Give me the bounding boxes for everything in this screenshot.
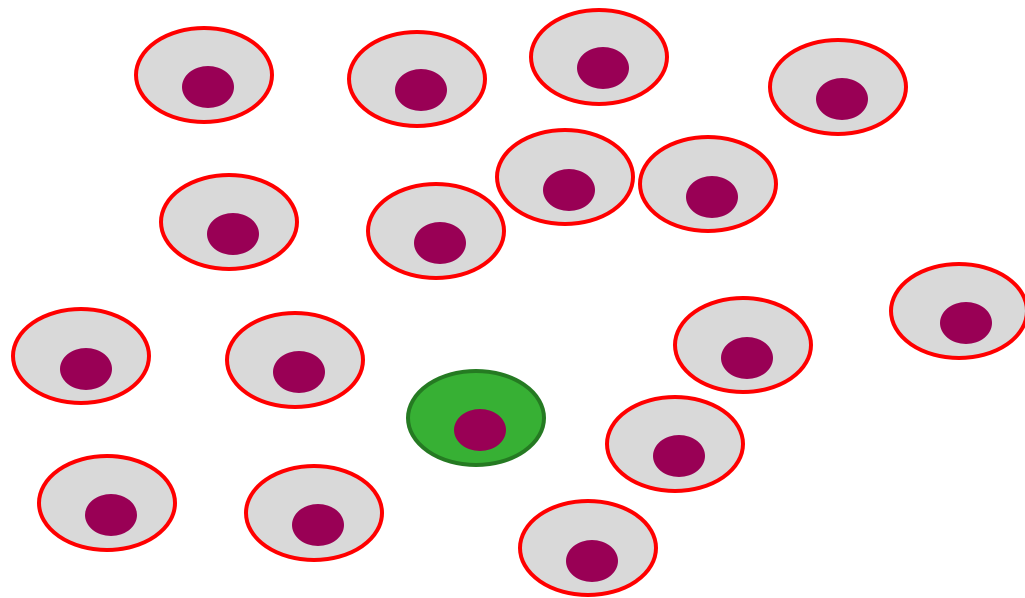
cell (520, 501, 656, 595)
nucleus (182, 66, 234, 108)
cell (349, 32, 485, 126)
nucleus (85, 494, 137, 536)
nucleus (543, 169, 595, 211)
cell (640, 137, 776, 231)
nucleus (207, 213, 259, 255)
cell (161, 175, 297, 269)
nucleus (60, 348, 112, 390)
nucleus (940, 302, 992, 344)
cell (607, 397, 743, 491)
cell (531, 10, 667, 104)
nucleus (577, 47, 629, 89)
nucleus (454, 409, 506, 451)
nucleus (292, 504, 344, 546)
cell (368, 184, 504, 278)
nucleus (721, 337, 773, 379)
cell (227, 313, 363, 407)
nucleus (273, 351, 325, 393)
cell (675, 298, 811, 392)
cell (770, 40, 906, 134)
cell (13, 309, 149, 403)
nucleus (395, 69, 447, 111)
nucleus (686, 176, 738, 218)
cell (39, 456, 175, 550)
cell (246, 466, 382, 560)
nucleus (653, 435, 705, 477)
nucleus (414, 222, 466, 264)
cell (136, 28, 272, 122)
cell (497, 130, 633, 224)
nucleus (566, 540, 618, 582)
cell (891, 264, 1025, 358)
nucleus (816, 78, 868, 120)
highlighted-cell (408, 371, 544, 465)
